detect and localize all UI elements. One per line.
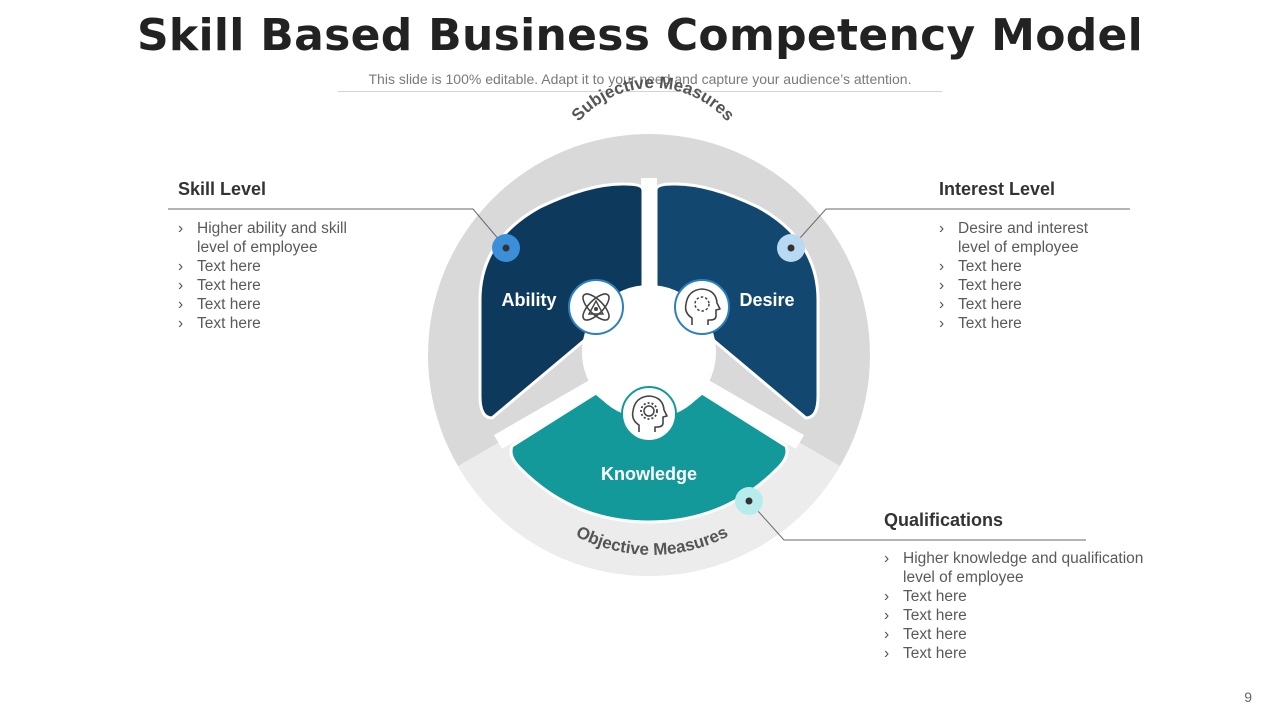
head-gear-icon [621, 386, 677, 442]
segment-label-knowledge: Knowledge [601, 464, 697, 484]
connector-skill [168, 208, 507, 249]
panel-interest-level: Interest Level Desire and interest level… [939, 179, 1139, 333]
list-item: Text here [884, 587, 1174, 606]
list-item: Text here [884, 625, 1174, 644]
segment-ability [478, 182, 645, 420]
panel-title-qualifications: Qualifications [884, 510, 1004, 530]
page-title: Skill Based Business Competency Model [136, 10, 1144, 61]
list-item: Text here [939, 314, 1139, 333]
list-item: Text here [884, 606, 1174, 625]
panel-title-skill-level: Skill Level [178, 179, 267, 199]
panel-qualifications: Qualifications Higher knowledge and qual… [884, 510, 1174, 663]
subtitle-divider [338, 91, 942, 92]
list-item: Text here [178, 314, 458, 333]
list-item: Text here [884, 644, 1174, 663]
connector-interest [790, 208, 1130, 249]
segment-desire [654, 182, 820, 420]
connector-qualifications [748, 500, 1086, 541]
segment-label-desire: Desire [739, 290, 794, 310]
list-item: Higher knowledge and qualification level… [884, 549, 1173, 587]
page-number: 9 [1244, 689, 1252, 705]
outer-top-label: Subjective Measures [568, 73, 738, 125]
head-circle-icon [674, 279, 730, 335]
list-item: Text here [178, 295, 458, 314]
list-item: Text here [939, 276, 1139, 295]
panel-skill-level: Skill Level Higher ability and skill lev… [178, 179, 458, 333]
list-item: Desire and interest level of employee [939, 219, 1118, 257]
segment-label-ability: Ability [501, 290, 556, 310]
list-item: Text here [178, 276, 458, 295]
atom-icon [568, 279, 624, 335]
list-item: Text here [939, 257, 1139, 276]
list-item: Text here [178, 257, 458, 276]
panel-title-interest-level: Interest Level [939, 179, 1056, 199]
page-subtitle: This slide is 100% editable. Adapt it to… [368, 71, 912, 87]
list-item: Text here [939, 295, 1139, 314]
list-item: Higher ability and skill level of employ… [178, 219, 367, 257]
